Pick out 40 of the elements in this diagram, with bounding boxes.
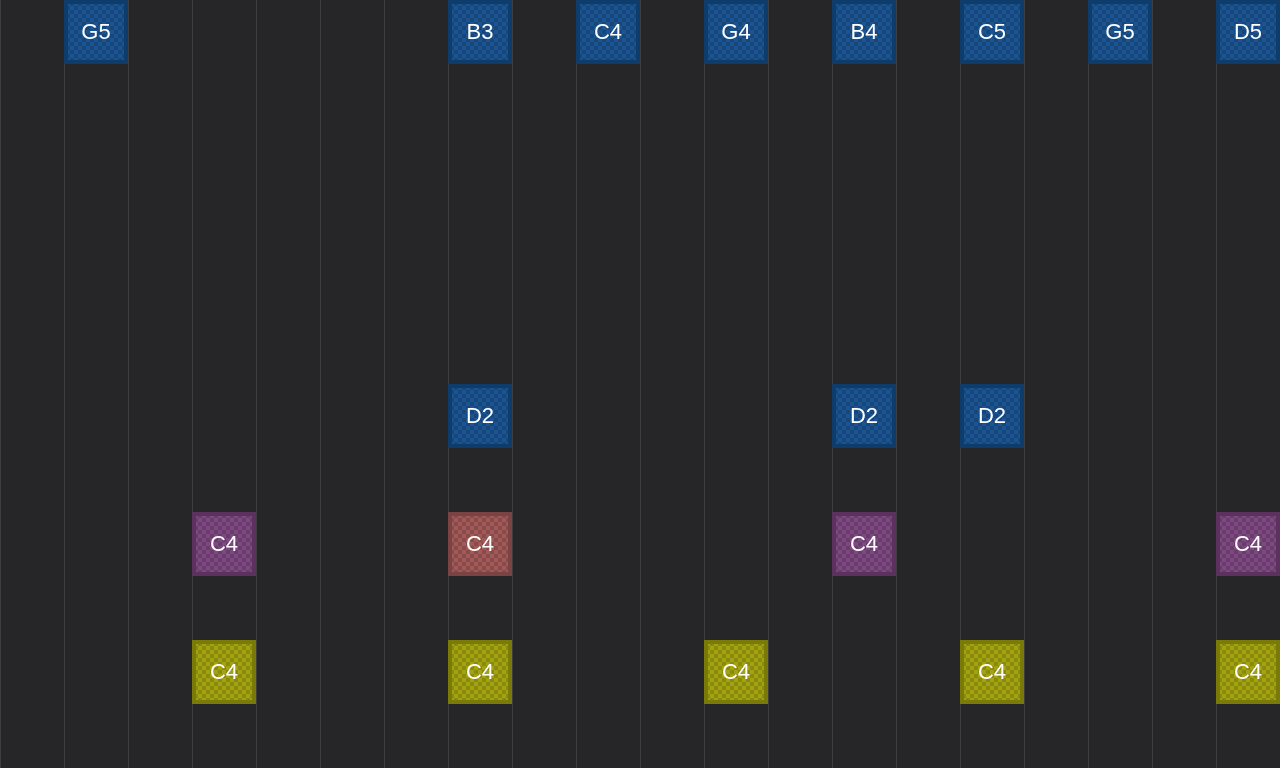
note-name: D5 [1233, 19, 1263, 45]
note-name: D2 [977, 403, 1007, 429]
note-block [448, 384, 512, 448]
note-name: C4 [465, 659, 495, 685]
note-block [576, 0, 640, 64]
note-block [960, 640, 1024, 704]
note-block [832, 512, 896, 576]
note-name: D2 [849, 403, 879, 429]
note-name: C4 [465, 531, 495, 557]
note-block [960, 384, 1024, 448]
note-name: C4 [721, 659, 751, 685]
note-block [448, 512, 512, 576]
note-block [1216, 512, 1280, 576]
note-block [704, 640, 768, 704]
note-block [1216, 640, 1280, 704]
note-block [192, 512, 256, 576]
note-name: G5 [1105, 19, 1135, 45]
note-block [1216, 0, 1280, 64]
note-block [1088, 0, 1152, 64]
note-name: C4 [209, 659, 239, 685]
note-name: G5 [81, 19, 111, 45]
note-name: C4 [1233, 659, 1263, 685]
note-name: C4 [1233, 531, 1263, 557]
note-name: C4 [977, 659, 1007, 685]
note-block [64, 0, 128, 64]
note-block [832, 384, 896, 448]
note-name: B4 [850, 19, 878, 45]
note-name: B3 [466, 19, 494, 45]
note-name: C4 [209, 531, 239, 557]
note-block [832, 0, 896, 64]
note-name: D2 [465, 403, 495, 429]
note-name: G4 [721, 19, 751, 45]
note-block [448, 0, 512, 64]
note-block [192, 640, 256, 704]
note-block [448, 640, 512, 704]
note-name: C4 [849, 531, 879, 557]
note-name: C4 [593, 19, 623, 45]
note-block [960, 0, 1024, 64]
note-block [704, 0, 768, 64]
note-name: C5 [977, 19, 1007, 45]
